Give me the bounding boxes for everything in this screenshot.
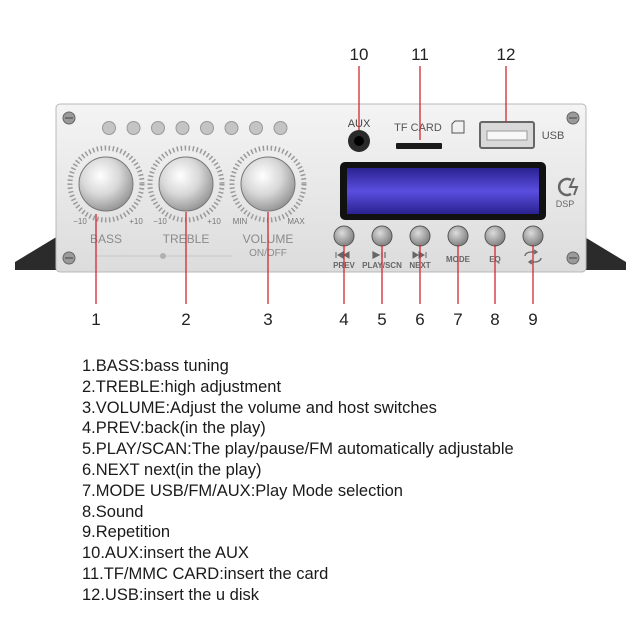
ir-sensor (160, 253, 166, 259)
volume-max-label: MAX (287, 217, 305, 226)
legend-item: 5.PLAY/SCAN:The play/pause/FM automatica… (82, 440, 514, 459)
screw-bottom-right-icon (566, 251, 580, 265)
callout-1: 1 (91, 310, 100, 329)
led-indicator-row (102, 121, 288, 135)
vfd-display (347, 168, 539, 214)
right-mount-bracket (583, 236, 626, 270)
play-scan-button[interactable] (371, 225, 393, 247)
prev-icon (335, 251, 350, 259)
legend-item: 12.USB:insert the u disk (82, 585, 260, 604)
callout-9: 9 (528, 310, 537, 329)
led-indicator (224, 121, 239, 135)
sd-card-icon (451, 120, 465, 134)
screw-bottom-left-icon (62, 251, 76, 265)
legend-list: 1.BASS:bass tuning 2.TREBLE:high adjustme… (82, 356, 514, 606)
led-indicator (151, 121, 165, 135)
treble-knob[interactable] (147, 145, 225, 223)
dsp-logo-icon (557, 177, 579, 197)
tf-card-slot[interactable] (396, 143, 442, 149)
usb-port-tongue (486, 130, 528, 141)
legend-item: 8.Sound (82, 502, 144, 521)
callout-3: 3 (263, 310, 272, 329)
bass-knob[interactable] (67, 145, 145, 223)
prev-button[interactable] (333, 225, 355, 247)
legend-item: 4.PREV:back(in the play) (82, 419, 266, 438)
usb-label: USB (542, 130, 565, 142)
legend-item: 11.TF/MMC CARD:insert the card (82, 564, 329, 583)
next-button[interactable] (409, 225, 431, 247)
led-indicator (273, 121, 288, 135)
callout-12: 12 (497, 45, 516, 64)
led-indicator (126, 121, 141, 135)
legend-item: 6.NEXT next(in the play) (82, 460, 262, 479)
volume-min-label: MIN (233, 217, 248, 226)
led-indicator (175, 121, 190, 135)
aux-jack[interactable] (348, 130, 370, 152)
bass-label: BASS (90, 232, 122, 246)
repeat-button[interactable] (522, 225, 544, 247)
treble-min-label: −10 (153, 217, 167, 226)
screw-top-right-icon (566, 111, 580, 125)
eq-button[interactable] (484, 225, 506, 247)
callout-6: 6 (415, 310, 424, 329)
callout-11: 11 (411, 45, 429, 64)
callout-8: 8 (490, 310, 499, 329)
left-mount-bracket (15, 236, 58, 270)
legend-item: 3.VOLUME:Adjust the volume and host swit… (82, 398, 437, 417)
callout-4: 4 (339, 310, 348, 329)
legend-item: 7.MODE USB/FM/AUX:Play Mode selection (82, 481, 403, 500)
mode-button[interactable] (447, 225, 469, 247)
screw-top-left-icon (62, 111, 76, 125)
amplifier-front-panel: −10 +10 −10 +10 MIN MAX BASS TREBLE VOLU… (15, 45, 626, 329)
callout-7: 7 (453, 310, 462, 329)
led-indicator (249, 121, 263, 135)
legend-item: 10.AUX:insert the AUX (82, 544, 249, 563)
legend-item: 9.Repetition (82, 523, 171, 542)
callout-2: 2 (181, 310, 190, 329)
bass-min-label: −10 (73, 217, 87, 226)
callout-10: 10 (350, 45, 369, 64)
bass-max-label: +10 (129, 217, 143, 226)
dsp-label: DSP (556, 199, 575, 209)
tf-card-label: TF CARD (394, 122, 442, 134)
legend-item: 1.BASS:bass tuning (82, 357, 229, 375)
repeat-icon (524, 249, 542, 265)
treble-max-label: +10 (207, 217, 221, 226)
led-indicator (102, 121, 116, 135)
callout-lines (95, 66, 534, 304)
callout-5: 5 (377, 310, 386, 329)
legend-item: 2.TREBLE:high adjustment (82, 377, 282, 396)
led-indicator (200, 121, 214, 135)
